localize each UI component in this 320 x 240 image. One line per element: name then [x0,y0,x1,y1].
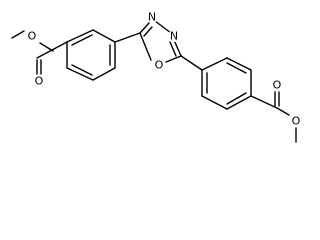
bond-methyl-o-left [11,30,25,39]
bond-ring1-a [66,29,94,43]
atom-n-oxadiazole-left: N [146,11,158,24]
bond-ring2-carbonyl [250,95,278,109]
bond-ring1-oxadiazole [114,32,141,43]
bond-oxa-c2-n3-b [143,26,153,37]
bond-oxa-n4-c5-a [173,39,182,57]
svg-text:N: N [148,11,156,24]
bond-ring2-inner-1 [226,62,247,74]
bond-oxa-c2-n3-a [139,22,150,34]
atom-o-ester-left-single: O [26,30,38,43]
bond-ring1-e [66,67,94,81]
bond-oxa-c5-o1 [165,55,182,63]
atom-n-oxadiazole-right: N [168,30,180,43]
structure-canvas: O O N N O O O [11,11,302,143]
bond-ring2-d [226,95,252,110]
bond-oxa-o1-c2 [139,32,152,61]
molecule-structure: O O N N O O O [11,11,302,143]
bond-ring2-b [226,57,252,71]
atom-o-ester-right-double: O [271,79,283,92]
bond-oxa-n4-c5-b [169,41,177,57]
bond-ring2-inner-2 [226,92,247,105]
bond-ring1-inner-3 [71,64,93,76]
bond-carbonyl-ring-left [36,41,68,59]
bond-o-carbonyl-left [39,42,54,52]
bond-carbonyl-o-right [276,107,290,116]
svg-text:O: O [28,30,37,43]
bond-oxadiazole-ring2 [180,55,203,71]
svg-text:O: O [35,75,44,88]
svg-text:O: O [273,79,282,92]
svg-text:O: O [292,115,301,128]
atom-o-ester-right-single: O [290,115,302,128]
svg-text:O: O [155,59,164,72]
atom-o-ester-left-double: O [33,75,45,88]
bond-ring1-d [92,67,116,81]
bond-ring1-inner-1 [71,34,93,46]
atom-o-oxadiazole: O [153,59,165,72]
bond-ring1-b [92,29,116,43]
bond-ring2-a [201,57,228,71]
bond-ring2-e [201,95,228,110]
bond-oxa-n3-n4 [154,20,172,34]
svg-text:N: N [170,30,178,43]
